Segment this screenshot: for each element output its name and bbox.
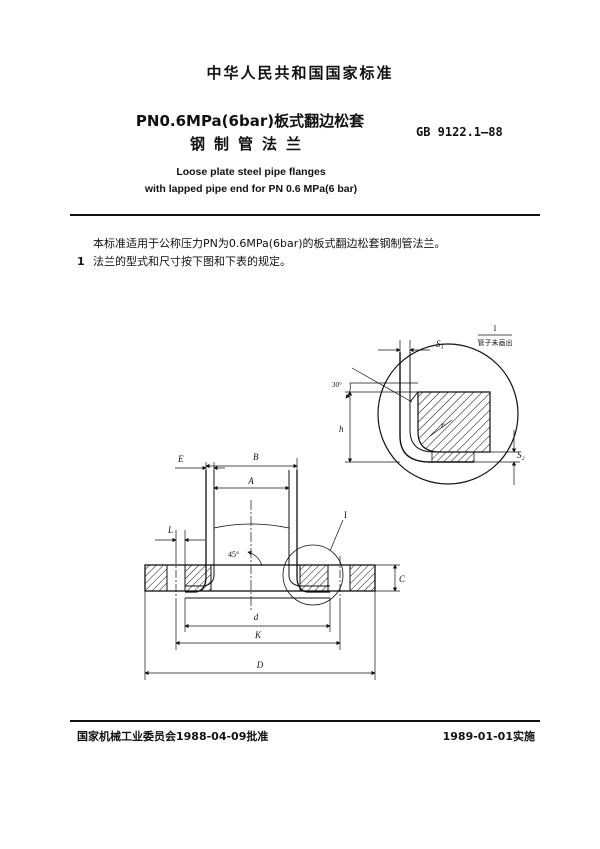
main-dimensions	[144, 458, 400, 680]
pipe-break-line	[213, 523, 290, 529]
label-r: r	[441, 420, 445, 430]
standard-title-line1: PN0.6MPa(6bar)板式翻边松套	[135, 112, 365, 130]
detail-flange-block	[417, 391, 491, 453]
label-detail-num: I	[494, 324, 497, 333]
label-c: C	[399, 574, 406, 584]
clause-number: 1	[77, 255, 85, 268]
approval-line: 国家机械工业委员会1988-04-09批准	[77, 730, 269, 743]
detail-view-i	[345, 334, 520, 485]
clause-text: 法兰的型式和尺寸按下图和下表的规定。	[93, 255, 291, 268]
label-k: K	[254, 630, 262, 640]
header-divider	[70, 214, 540, 216]
issuing-authority: 中华人民共和国国家标准	[206, 64, 394, 82]
label-angle-30: 30°	[332, 381, 342, 389]
detail-pipe-outer	[399, 352, 474, 463]
label-dd: D	[256, 660, 264, 670]
pipe-wall-left-outer	[185, 470, 207, 593]
label-d: d	[254, 612, 259, 622]
english-title-line1: Loose plate steel pipe flanges	[176, 166, 326, 178]
plate-hatch-right-outer	[349, 564, 376, 592]
pipe-wall-right-inner	[288, 470, 330, 587]
detail-view-circle	[377, 343, 519, 485]
pipe-wall-right-outer	[296, 470, 330, 593]
footer-divider	[70, 720, 540, 722]
detail-lap-hatch	[431, 451, 475, 463]
label-s1: S₁	[436, 339, 444, 349]
label-e: E	[177, 454, 184, 464]
detail-chamfer	[409, 391, 419, 403]
label-a: A	[247, 476, 254, 486]
detail-circle	[282, 544, 344, 606]
angle-arc-45	[247, 550, 263, 567]
clause-1: 1 法兰的型式和尺寸按下图和下表的规定。	[77, 253, 291, 269]
label-h: h	[339, 424, 344, 434]
detail-leader	[329, 519, 344, 552]
english-title-line2: with lapped pipe end for PN 0.6 MPa(6 ba…	[144, 183, 358, 195]
label-l: L	[167, 525, 173, 535]
label-detail-ref: I	[344, 510, 347, 520]
r-leader	[429, 419, 453, 437]
plate-hatch-left-inner	[184, 564, 212, 592]
label-s2: S₂	[517, 450, 525, 460]
flange-section-view	[144, 470, 376, 612]
label-angle-45: 45°	[228, 550, 239, 559]
pipe-wall-left-inner	[185, 470, 215, 587]
standard-code: GB 9122.1—88	[416, 125, 503, 139]
standard-title-line2: 钢制管法兰	[189, 135, 310, 153]
plate-hatch-right-inner	[299, 564, 329, 592]
angle-30-line	[351, 367, 413, 403]
scope-paragraph: 本标准适用于公称压力PN为0.6MPa(6bar)的板式翻边松套钢制管法兰。	[93, 237, 446, 250]
label-b: B	[253, 452, 259, 462]
label-detail-title: 管子未画出	[478, 338, 513, 347]
effective-date: 1989-01-01实施	[442, 730, 535, 743]
angle-30-arc	[345, 382, 351, 399]
plate-hatch-left-outer	[144, 564, 168, 592]
